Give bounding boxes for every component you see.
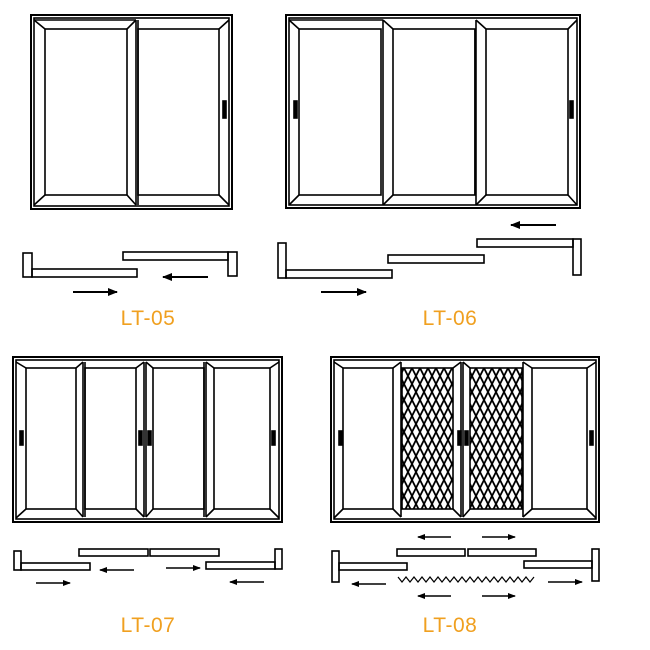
lt06-door-elevation [285,14,581,209]
lt07-handle-2-icon [138,430,143,446]
lt08-mesh-panel-left [401,367,454,510]
lt05-label: LT-05 [120,307,176,330]
lt07-handle-1-icon [19,430,24,446]
lt05-track-plan [22,251,238,296]
lt06-track-plan [277,221,582,296]
lt05-right-panel [137,19,230,206]
lt06-right-handle-icon [569,100,574,119]
lt06-label: LT-06 [422,307,478,330]
lt05-left-panel [33,19,137,206]
lt08-handle-1-icon [338,430,343,446]
lt05-handle-icon [222,100,227,119]
lt06-left-panel [288,19,384,206]
lt07-handle-4-icon [271,430,276,446]
lt07-door-elevation [12,356,283,523]
lt06-center-panel [382,19,476,206]
lt07-label: LT-07 [120,614,176,637]
lt08-mesh-panel-right [469,367,523,510]
lt08-handle-2-icon [457,430,462,446]
lt06-right-panel [475,19,578,206]
lt08-folding-screen-zigzag [397,576,535,583]
lt06-left-handle-icon [293,100,298,119]
lt07-track-plan [13,548,283,586]
lt08-label: LT-08 [422,614,478,637]
lt08-handle-3-icon [464,430,469,446]
lt08-track-plan [331,534,600,599]
lt08-handle-4-icon [589,430,594,446]
lt07-handle-3-icon [147,430,152,446]
lt08-door-elevation [330,356,600,523]
lt05-door-elevation [30,14,233,210]
